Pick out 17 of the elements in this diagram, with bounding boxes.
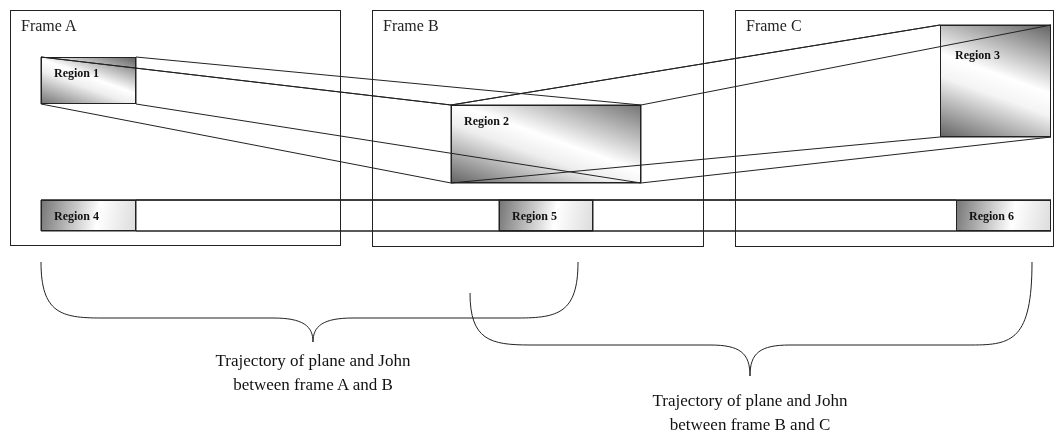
caption-text: Trajectory of plane and John between frame A and B [214,350,412,396]
region-label: Region 1 [54,66,99,81]
caption-text: Trajectory of plane and John between frame B and C [651,390,849,432]
frame-box [372,10,704,247]
region-label: Region 5 [512,209,557,224]
region-box [940,25,1051,137]
frame-title: Frame A [21,17,77,35]
region-box [41,57,136,104]
region-label: Region 4 [54,209,99,224]
frame-title: Frame B [383,17,439,35]
region-box [451,105,641,183]
frame-box [735,10,1054,247]
frame-title: Frame C [746,17,802,35]
region-label: Region 6 [969,209,1014,224]
region-label: Region 3 [955,48,1000,63]
region-label: Region 2 [464,114,509,129]
frame-box [10,10,341,246]
